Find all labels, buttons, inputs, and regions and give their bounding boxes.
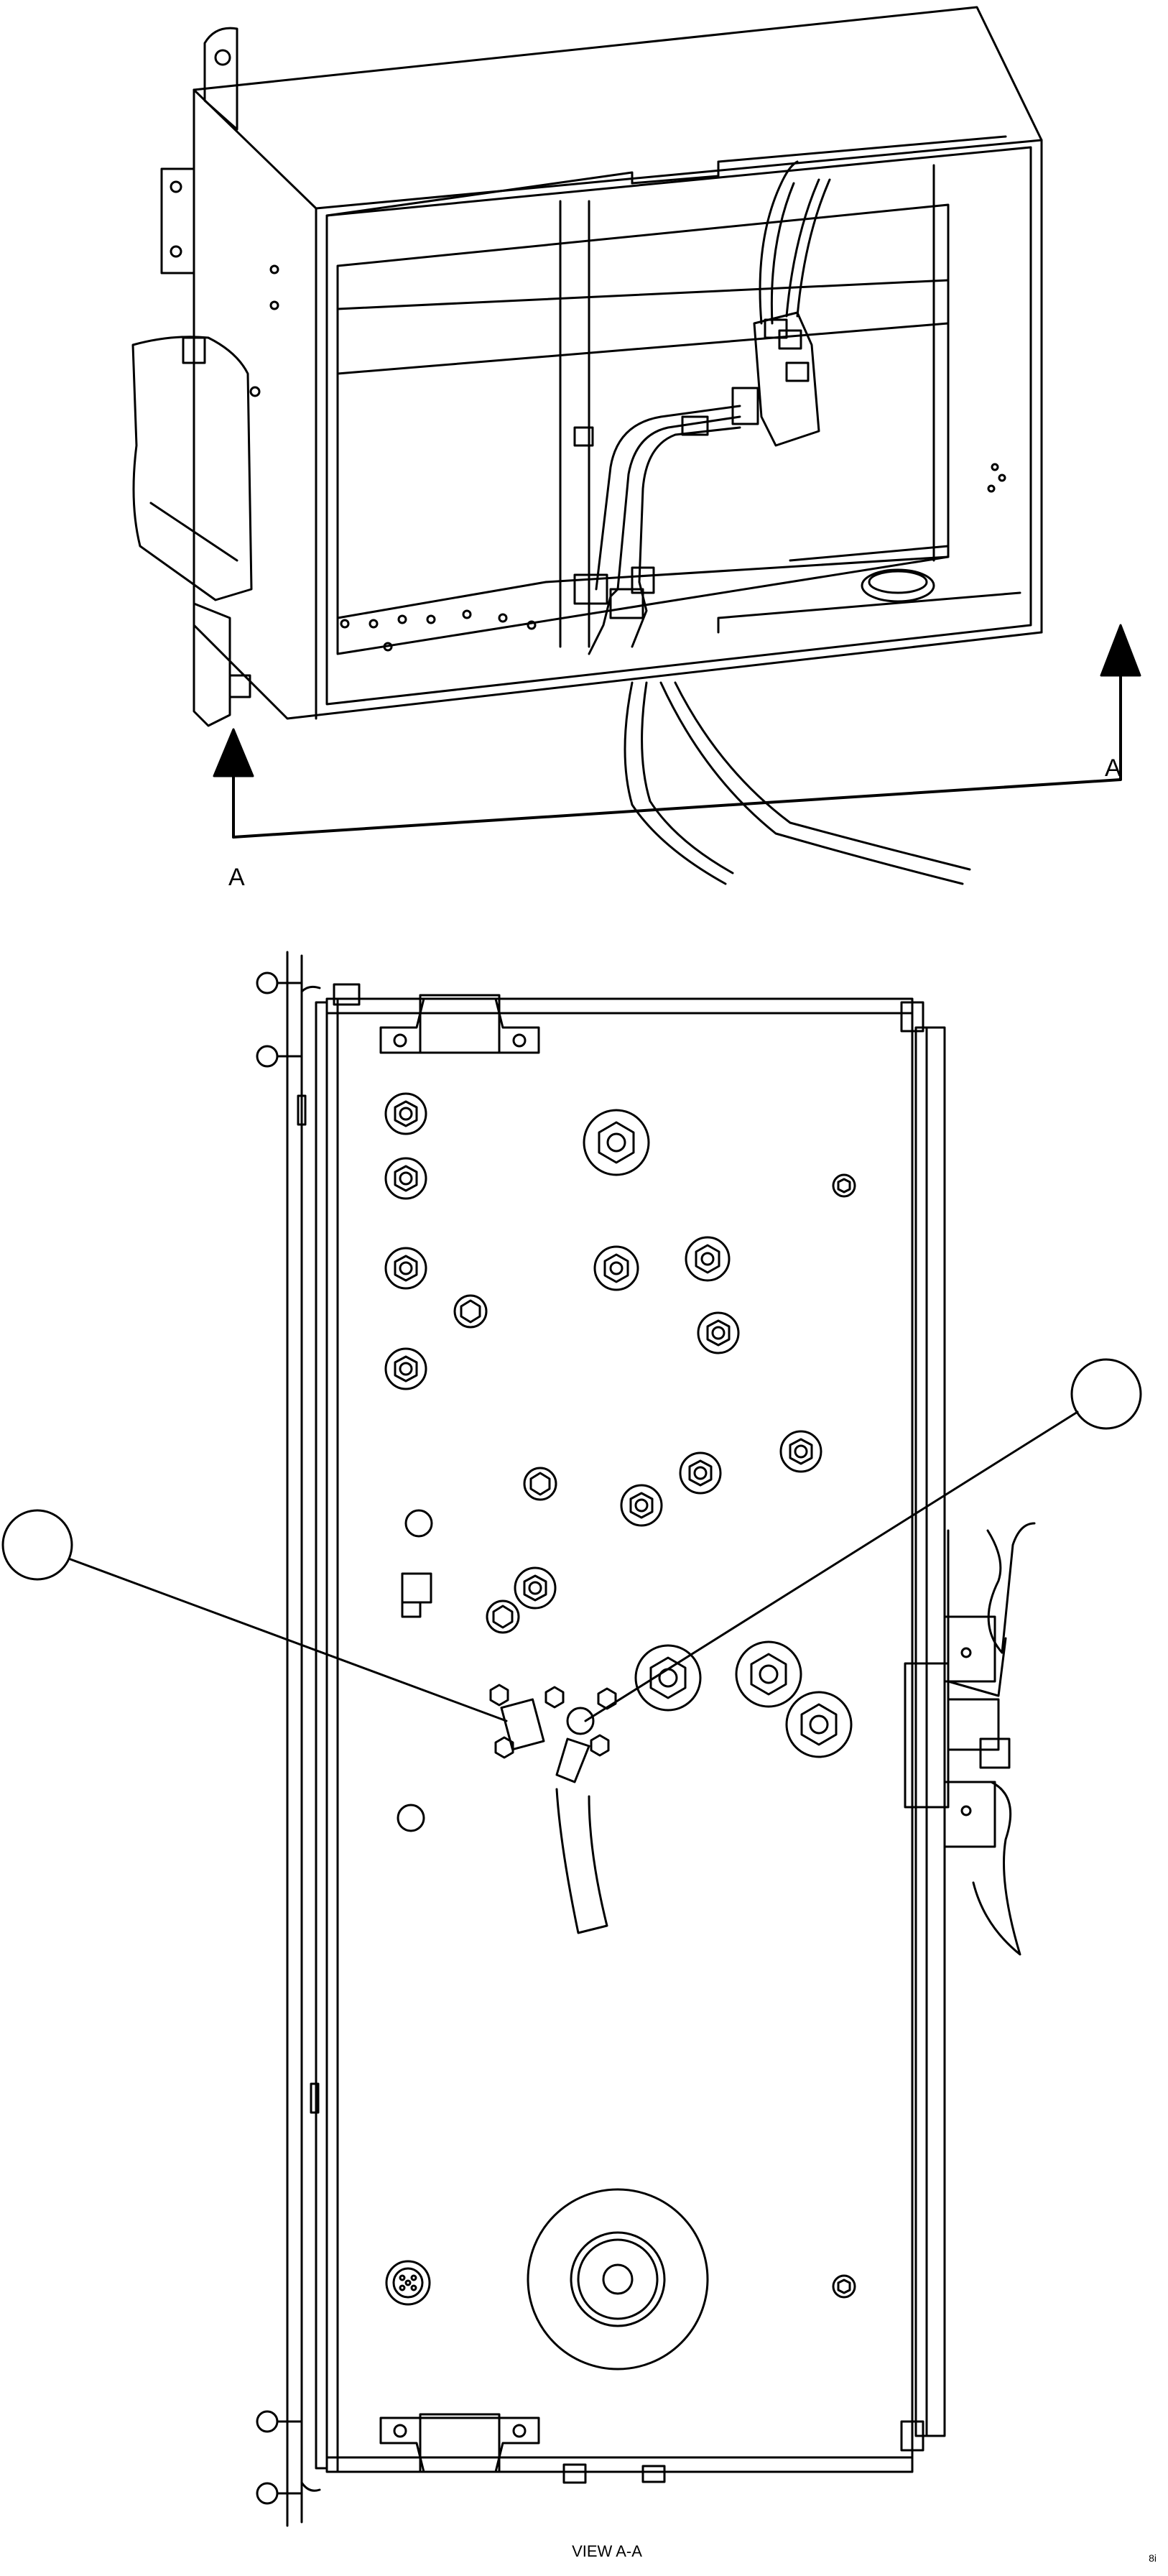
left-fitting <box>489 1684 565 1759</box>
section-label-left: A <box>228 864 245 891</box>
callout-left <box>1 1509 508 1722</box>
bottom-clamp <box>379 2413 666 2484</box>
mounting-ear <box>203 27 238 131</box>
enclosure-outline <box>193 6 1043 720</box>
side-latch <box>193 602 251 727</box>
view-caption: VIEW A-A <box>572 2542 642 2560</box>
section-line-a-a <box>213 624 1141 839</box>
floor-opening <box>861 568 935 603</box>
large-port <box>527 2188 709 2370</box>
left-mounting-strip <box>286 951 321 2527</box>
side-panel <box>131 336 261 601</box>
isometric-view: A A <box>131 6 1141 891</box>
mounting-bolts <box>256 971 320 2505</box>
corner-mark: 8i <box>1149 2552 1157 2564</box>
top-clamp <box>333 983 540 1054</box>
right-latch-assembly <box>904 1522 1036 1956</box>
right-rail <box>900 1001 946 2452</box>
valve-block <box>731 311 820 447</box>
hose-fittings <box>573 318 802 619</box>
side-bracket <box>160 167 279 310</box>
section-label-right: A <box>1105 754 1121 782</box>
open-hole <box>404 1509 433 1538</box>
open-hole <box>397 1804 425 1832</box>
callout-right <box>584 1358 1142 1722</box>
floor-holes <box>340 609 537 652</box>
electrical-connector <box>385 2260 431 2306</box>
plate-fittings <box>384 1092 856 2299</box>
hose-fitting <box>555 1687 617 1934</box>
main-plate <box>315 997 914 2473</box>
hose-assembly <box>588 160 971 885</box>
view-a-a: VIEW A-A <box>1 951 1142 2560</box>
wall-holes <box>987 463 1006 493</box>
